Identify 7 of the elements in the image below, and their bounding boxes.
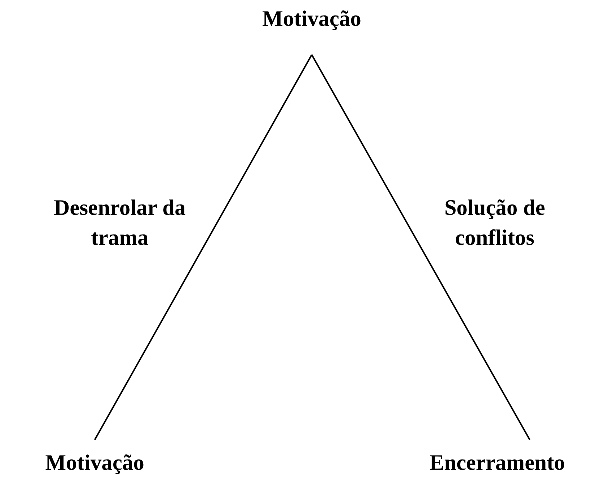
connector-line bbox=[94, 54, 313, 440]
node-label: Motivação bbox=[46, 450, 144, 476]
edge-label: Solução de conflitos bbox=[444, 194, 546, 252]
connector-line bbox=[311, 54, 531, 440]
node-label: Motivação bbox=[262, 6, 362, 32]
edge-label: Desenrolar da trama bbox=[53, 194, 187, 252]
node-label: Encerramento bbox=[430, 450, 566, 476]
